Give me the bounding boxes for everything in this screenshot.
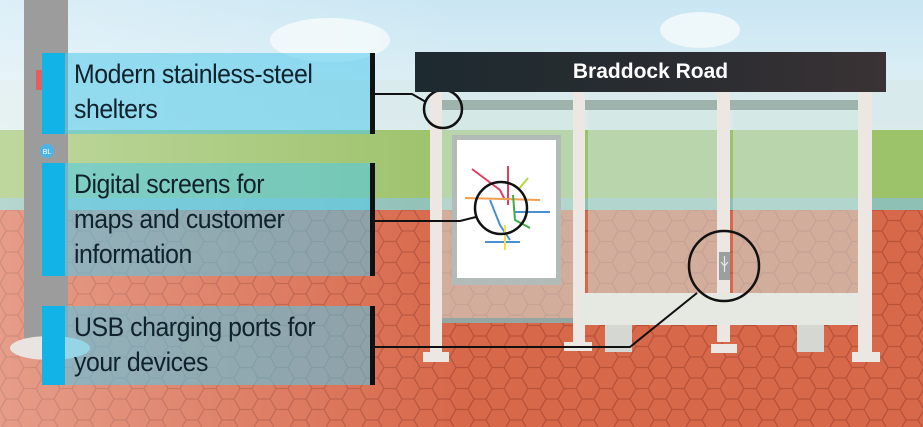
callout-line: maps and customer (74, 204, 285, 234)
callout-digital-screens: Digital screens for maps and customer in… (42, 163, 375, 276)
highlight-circle (473, 180, 529, 236)
callout-edge (370, 306, 375, 385)
callout-line: USB charging ports for (74, 312, 316, 342)
leader-line (375, 93, 427, 103)
line-badge (40, 144, 54, 158)
station-name: Braddock Road (572, 60, 729, 83)
callout-accent-stripe (42, 163, 65, 276)
shelter-post (858, 92, 872, 354)
callout-line: your devices (74, 347, 208, 377)
callout-line: shelters (74, 94, 158, 124)
bench (581, 293, 858, 325)
glass-panel (588, 100, 717, 310)
leader-line (375, 292, 698, 348)
callout-edge (370, 163, 375, 276)
callout-edge (370, 53, 375, 134)
bench-leg (797, 322, 824, 352)
station-sign: Braddock Road (415, 52, 886, 92)
callout-line: Modern stainless-steel (74, 59, 313, 89)
highlight-circle (687, 229, 761, 303)
callout-line: Digital screens for (74, 169, 265, 199)
glass-panel (733, 100, 858, 310)
callout-line: information (74, 239, 192, 269)
callout-accent-stripe (42, 306, 65, 385)
leader-line (375, 216, 477, 222)
callout-shelters: Modern stainless-steel shelters (42, 53, 375, 134)
shelter-post (573, 92, 585, 342)
callout-accent-stripe (42, 53, 65, 134)
callout-usb-ports: USB charging ports for your devices (42, 306, 375, 385)
shelter-post (430, 92, 442, 354)
svg-text:BL: BL (43, 149, 52, 156)
